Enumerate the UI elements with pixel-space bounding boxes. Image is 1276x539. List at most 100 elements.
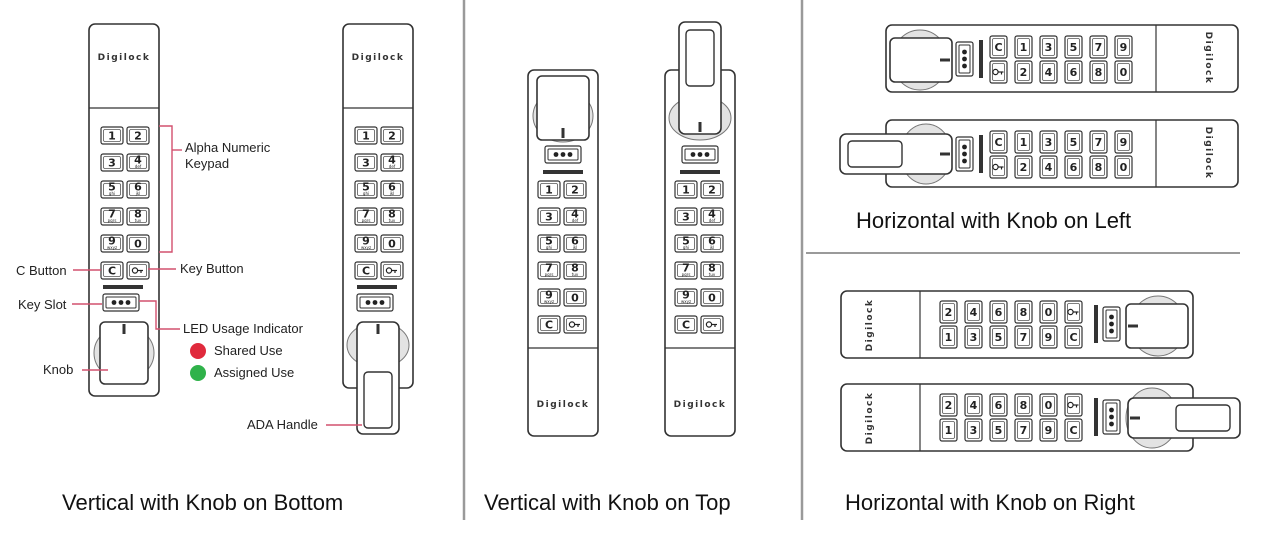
key-button[interactable] — [1064, 393, 1083, 417]
ada-handle[interactable] — [1125, 387, 1241, 449]
keypad-key[interactable]: 0 — [380, 234, 404, 253]
ada-handle[interactable] — [346, 321, 410, 435]
keypad-key[interactable]: 7 — [1014, 418, 1033, 442]
keypad-key[interactable]: 1 — [1014, 35, 1033, 59]
keypad-key[interactable]: 2 — [1014, 155, 1033, 179]
keypad-key[interactable]: 5 — [989, 325, 1008, 349]
keypad-key[interactable]: 0 — [1114, 60, 1133, 84]
c-button[interactable]: C — [1064, 418, 1083, 442]
c-button[interactable]: C — [100, 261, 124, 280]
keypad-key[interactable]: 2 — [939, 300, 958, 324]
keypad-key[interactable]: 2 — [700, 180, 724, 199]
keypad-key[interactable]: 4 — [964, 300, 983, 324]
key-slot[interactable] — [681, 145, 719, 164]
keypad-key[interactable]: 4 — [1039, 155, 1058, 179]
c-button[interactable]: C — [674, 315, 698, 334]
keypad-key[interactable]: 0 — [1039, 393, 1058, 417]
keypad-key[interactable]: 2 — [939, 393, 958, 417]
keypad-key[interactable]: 7 — [1089, 130, 1108, 154]
keypad-key[interactable]: 9 — [1114, 130, 1133, 154]
keypad-key[interactable]: 0 — [700, 288, 724, 307]
key-slot[interactable] — [544, 145, 582, 164]
key-button[interactable] — [700, 315, 724, 334]
keypad-key[interactable]: 3 — [354, 153, 378, 172]
key-slot[interactable] — [356, 293, 394, 312]
keypad-key[interactable]: 1 — [939, 418, 958, 442]
keypad-key[interactable]: 1 — [674, 180, 698, 199]
keypad-key[interactable]: 3 — [1039, 35, 1058, 59]
keypad-key[interactable]: 3 — [1039, 130, 1058, 154]
keypad-key[interactable]: 3 — [964, 325, 983, 349]
keypad-key[interactable]: 7 — [1014, 325, 1033, 349]
c-button[interactable]: C — [354, 261, 378, 280]
keypad-key[interactable]: 0 — [1114, 155, 1133, 179]
keypad-key[interactable]: 2 — [380, 126, 404, 145]
keypad-key[interactable]: 3 — [674, 207, 698, 226]
keypad-key[interactable]: 6 — [1064, 60, 1083, 84]
knob[interactable] — [1125, 295, 1189, 357]
keypad-key[interactable]: 2 — [563, 180, 587, 199]
c-button[interactable]: C — [989, 35, 1008, 59]
key-button[interactable] — [563, 315, 587, 334]
key-slot[interactable] — [1102, 306, 1121, 342]
keypad-key[interactable]: 1 — [939, 325, 958, 349]
keypad-key[interactable]: 7 — [1089, 35, 1108, 59]
keypad-key[interactable]: 6 — [989, 393, 1008, 417]
knob[interactable] — [532, 75, 594, 143]
keypad-key[interactable]: 0 — [563, 288, 587, 307]
keypad-key[interactable]: 1 — [100, 126, 124, 145]
keypad-key[interactable]: 8 — [1014, 393, 1033, 417]
keypad-key[interactable]: 4 — [1039, 60, 1058, 84]
key-slot[interactable] — [1102, 399, 1121, 435]
c-button[interactable]: C — [989, 130, 1008, 154]
keypad-key[interactable]: 8 — [1089, 155, 1108, 179]
keypad-key[interactable]: 9 — [1039, 325, 1058, 349]
keypad-key[interactable]: 9 — [1039, 418, 1058, 442]
key-button[interactable] — [380, 261, 404, 280]
keypad-key[interactable]: 5 — [1064, 130, 1083, 154]
knob[interactable] — [889, 29, 953, 91]
key-slot[interactable] — [955, 41, 974, 77]
key-button[interactable] — [1064, 300, 1083, 324]
keypad-key[interactable]: 3 — [537, 207, 561, 226]
keypad-key[interactable]: 5 — [989, 418, 1008, 442]
ada-handle[interactable] — [668, 21, 732, 141]
keypad-key[interactable]: 2 — [126, 126, 150, 145]
keypad-key[interactable]: 3 — [100, 153, 124, 172]
ada-handle[interactable] — [839, 123, 953, 185]
keypad-key[interactable]: 8 — [1089, 60, 1108, 84]
keypad-key[interactable]: 3 — [964, 418, 983, 442]
keypad-key[interactable]: 0 — [1039, 300, 1058, 324]
keypad-key[interactable]: 4 — [964, 393, 983, 417]
keypad-key[interactable]: 0 — [126, 234, 150, 253]
keypad-key[interactable]: 5 — [1064, 35, 1083, 59]
keypad-key[interactable]: 2 — [1014, 60, 1033, 84]
keypad-key[interactable]: 1 — [1014, 130, 1033, 154]
keypad-key[interactable]: 6 — [1064, 155, 1083, 179]
knob[interactable] — [93, 321, 155, 385]
c-button[interactable]: C — [1064, 325, 1083, 349]
